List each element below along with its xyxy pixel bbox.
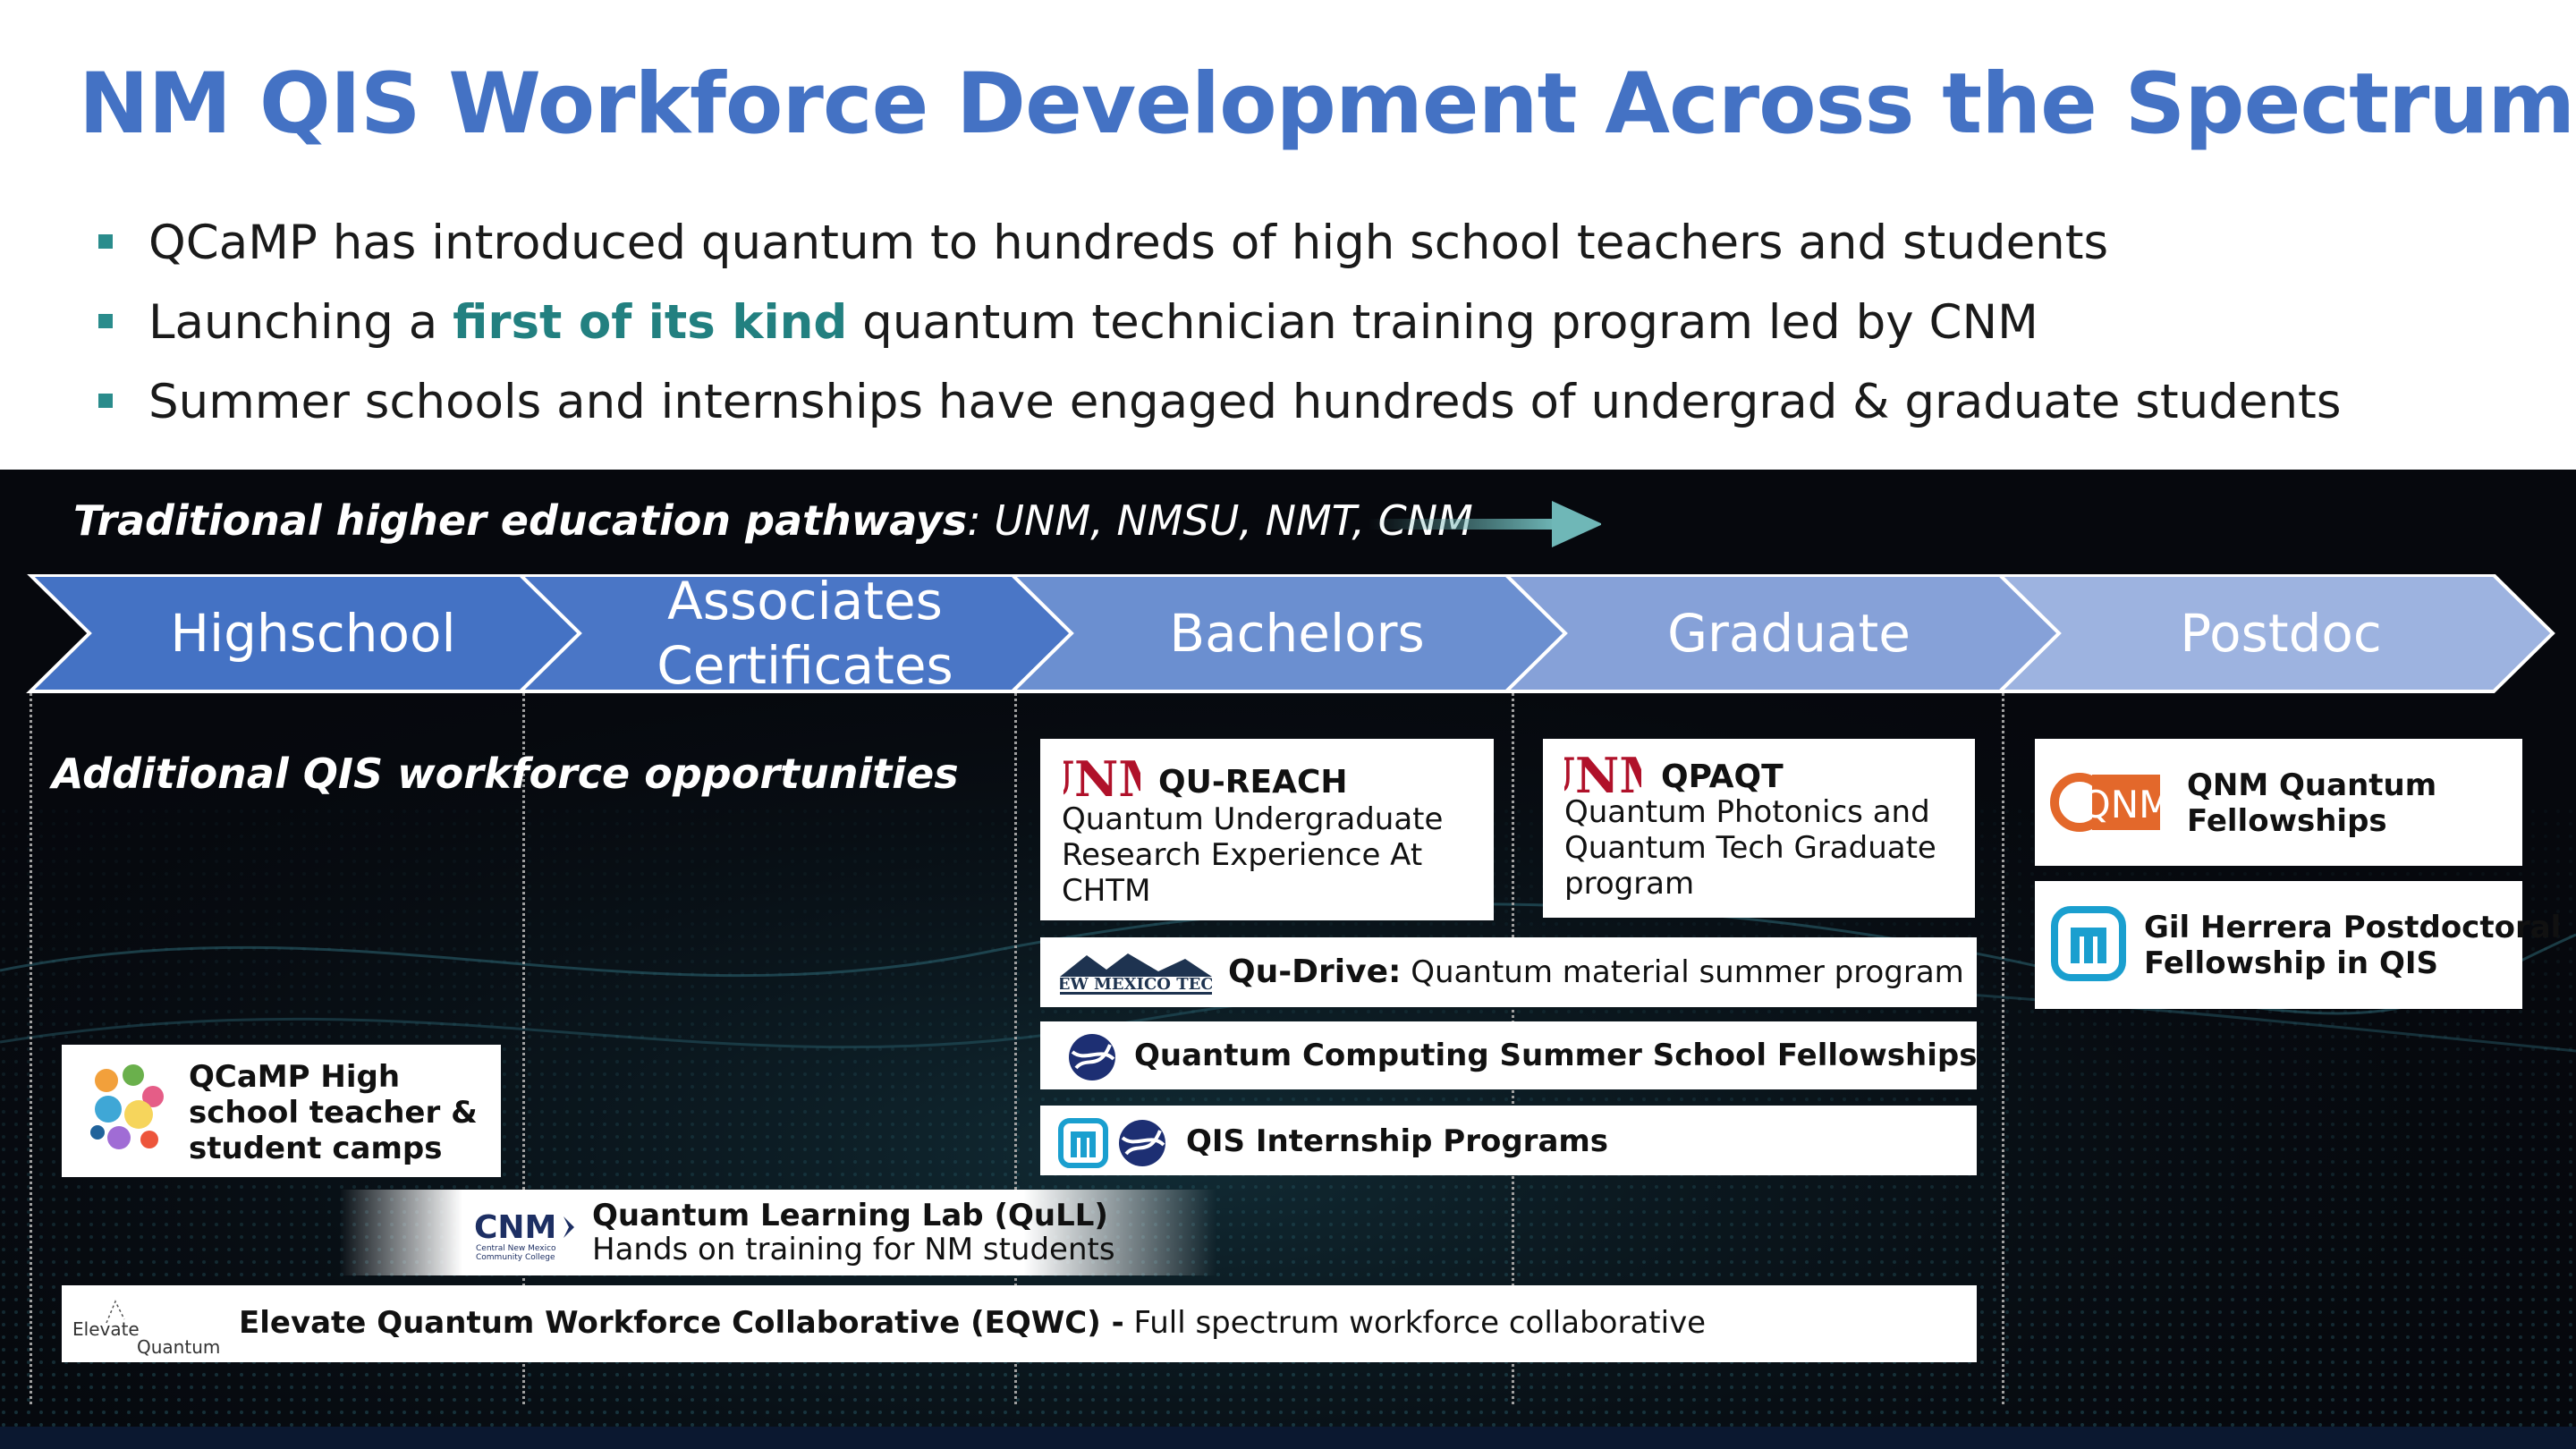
progress-arrow-icon [1368, 501, 1601, 547]
eqwc-description: Full spectrum workforce collaborative [1123, 1305, 1707, 1341]
unm-logo-icon: UNM [1063, 751, 1140, 801]
qu-drive-description: Quantum material summer program [1401, 954, 1964, 990]
bullet-list: QCaMP has introduced quantum to hundreds… [98, 208, 2341, 446]
qpaqt-title: QPAQT [1661, 758, 1784, 795]
stage-bachelors: Bachelors [1169, 603, 1425, 664]
bullet-marker [98, 394, 113, 408]
qull-description: Hands on training for NM students [592, 1232, 1115, 1267]
sandia-logo-icon [2051, 906, 2126, 981]
lanl-logo-icon [1119, 1120, 1165, 1166]
additional-opportunities-heading: Additional QIS workforce opportunities [52, 750, 959, 798]
bullet-text: QCaMP has introduced quantum to hundreds… [148, 216, 2109, 270]
sandia-logo-icon [1058, 1118, 1108, 1168]
bullet-marker [98, 234, 113, 249]
page-title: NM QIS Workforce Development Across the … [79, 55, 2575, 153]
stage-divider [30, 693, 32, 1404]
nmt-logo-icon: NEW MEXICO TECH [1060, 953, 1212, 995]
bullet-text: Summer schools and internships have enga… [148, 375, 2342, 429]
qcamp-card: QCaMP High school teacher & student camp… [62, 1045, 501, 1177]
svg-text:NEW MEXICO TECH: NEW MEXICO TECH [1060, 975, 1212, 994]
stage-postdoc: Postdoc [2180, 603, 2382, 664]
svg-text:Community College: Community College [476, 1253, 555, 1262]
bullet-marker [98, 314, 113, 328]
unm-logo-icon: UNM [1564, 748, 1641, 798]
herrera-fellowship-title: Gil Herrera Postdoctoral Fellowship in Q… [2144, 910, 2562, 981]
eqwc-card: Elevate Quantum Elevate Quantum Workforc… [62, 1285, 1977, 1362]
lanl-logo-icon [1069, 1034, 1115, 1080]
education-stage-chevrons [26, 574, 2555, 693]
cnm-logo-icon: CNM Central New Mexico Community College [474, 1209, 574, 1262]
qu-drive-card: NEW MEXICO TECH Qu-Drive: Quantum materi… [1040, 937, 1977, 1007]
stage-divider [1014, 693, 1017, 1404]
pathways-label: Traditional higher education pathways [73, 496, 968, 545]
pathways-heading: Traditional higher education pathways: U… [73, 496, 1473, 545]
qnm-fellowships-card: QNM QNM Quantum Fellowships [2035, 739, 2522, 866]
stage-associates-certificates: Associates Certificates [657, 571, 953, 696]
qull-text: Quantum Learning Lab (QuLL) Hands on tra… [592, 1199, 1115, 1267]
internship-card: QIS Internship Programs [1040, 1106, 1977, 1175]
bullet-item: Launching a first of its kind quantum te… [98, 287, 2341, 367]
svg-text:UNM: UNM [1564, 748, 1641, 798]
bullet-item: QCaMP has introduced quantum to hundreds… [98, 208, 2341, 287]
svg-text:Central New Mexico: Central New Mexico [476, 1244, 556, 1253]
qu-drive-title: Qu-Drive: [1228, 953, 1402, 990]
bullet-highlight: first of its kind [453, 295, 848, 350]
svg-text:QNM: QNM [2081, 783, 2164, 826]
qpaqt-card: UNM QPAQT Quantum Photonics and Quantum … [1543, 739, 1975, 918]
bullet-text: quantum technician training program led … [847, 295, 2038, 350]
summer-school-title: Quantum Computing Summer School Fellowsh… [1134, 1038, 1978, 1073]
svg-text:Quantum: Quantum [137, 1336, 220, 1358]
qnm-logo-icon: QNM [2050, 773, 2164, 832]
svg-text:Elevate: Elevate [72, 1318, 140, 1340]
chevron-postdoc [1996, 574, 2555, 693]
stage-graduate: Graduate [1667, 603, 1911, 664]
herrera-fellowship-card: Gil Herrera Postdoctoral Fellowship in Q… [2035, 881, 2561, 1009]
stage-divider [522, 693, 525, 1404]
summer-school-card: Quantum Computing Summer School Fellowsh… [1040, 1021, 1977, 1089]
bullet-item: Summer schools and internships have enga… [98, 367, 2341, 446]
internship-title: QIS Internship Programs [1186, 1123, 1609, 1159]
elevate-quantum-logo-icon: Elevate Quantum [72, 1300, 220, 1358]
qull-title: Quantum Learning Lab (QuLL) [592, 1198, 1108, 1233]
bullet-text: Launching a [148, 295, 453, 350]
svg-text:UNM: UNM [1063, 751, 1140, 801]
qu-drive-text: Qu-Drive: Quantum material summer progra… [1228, 953, 1964, 990]
qu-reach-title: QU-REACH [1158, 764, 1348, 801]
svg-text:CNM: CNM [474, 1209, 556, 1246]
qnm-fellowships-title: QNM Quantum Fellowships [2187, 767, 2437, 839]
eqwc-title: Elevate Quantum Workforce Collaborative … [239, 1305, 1124, 1341]
stage-divider [2002, 693, 2004, 1404]
eqwc-text: Elevate Quantum Workforce Collaborative … [239, 1305, 1706, 1341]
qu-reach-description: Quantum Undergraduate Research Experienc… [1062, 801, 1444, 909]
qpaqt-description: Quantum Photonics and Quantum Tech Gradu… [1564, 794, 1936, 902]
qcamp-title: QCaMP High school teacher & student camp… [189, 1059, 478, 1166]
qu-reach-card: UNM QU-REACH Quantum Undergraduate Resea… [1040, 739, 1494, 920]
qull-card: CNM Central New Mexico Community College… [340, 1190, 1216, 1275]
qcamp-logo-icon [90, 1064, 164, 1149]
stage-highschool: Highschool [170, 603, 456, 664]
